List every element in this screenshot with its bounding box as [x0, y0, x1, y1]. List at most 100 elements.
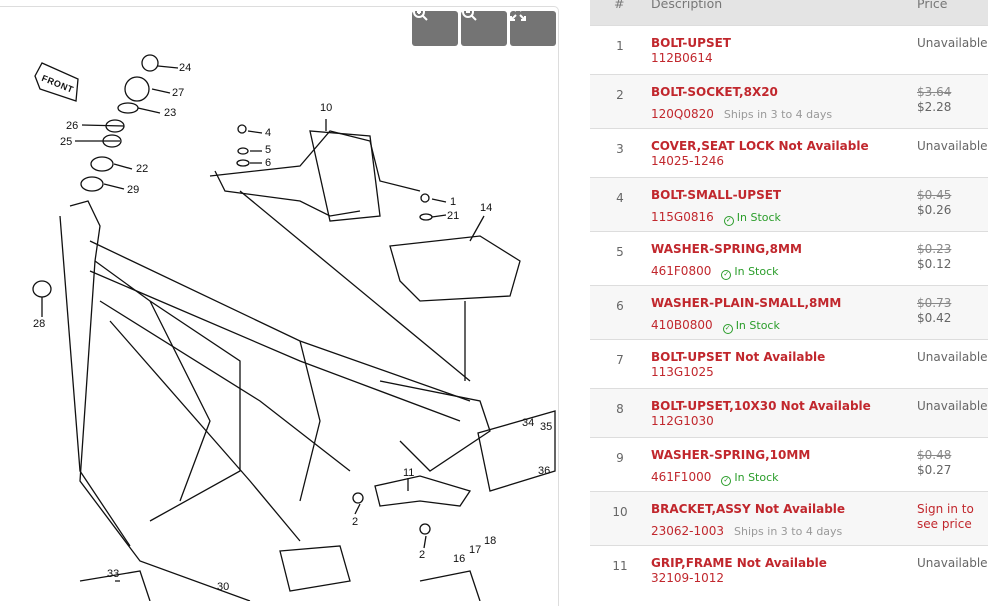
- part-description-link[interactable]: BOLT-UPSET: [651, 36, 731, 50]
- original-price: $0.45: [917, 188, 952, 202]
- callout[interactable]: 10: [320, 102, 333, 114]
- table-row[interactable]: 10 BRACKET,ASSY Not Available 23062-1003…: [590, 491, 988, 545]
- part-number-text: 410B0800: [651, 318, 713, 332]
- part-number: 112G1030: [651, 414, 714, 428]
- part-description-link[interactable]: BOLT-SMALL-UPSET: [651, 188, 782, 202]
- check-circle-icon: ✓: [721, 270, 732, 280]
- table-row[interactable]: 6 WASHER-PLAIN-SMALL,8MM 410B0800 ✓In Sto…: [590, 285, 988, 339]
- callout[interactable]: 18: [484, 535, 497, 547]
- stock-status: ✓In Stock: [722, 319, 780, 334]
- part-number: 115G0816✓In Stock: [651, 210, 781, 226]
- parts-list: # Description Price 1 BOLT-UPSET 112B061…: [590, 0, 988, 591]
- callout[interactable]: 27: [172, 87, 185, 99]
- stock-text: In Stock: [734, 471, 779, 484]
- part-description-link[interactable]: BOLT-UPSET Not Available: [651, 350, 826, 364]
- price: Unavailable: [917, 36, 988, 51]
- check-circle-icon: ✓: [722, 324, 733, 334]
- current-price: Unavailable: [917, 350, 988, 364]
- zoom-out-button[interactable]: [461, 7, 507, 46]
- callout[interactable]: 26: [66, 120, 79, 132]
- price: $0.23$0.12: [917, 242, 951, 272]
- callout[interactable]: 5: [265, 144, 272, 156]
- part-number: 410B0800 ✓In Stock: [651, 318, 780, 334]
- table-row[interactable]: 4 BOLT-SMALL-UPSET 115G0816✓In Stock$0.4…: [590, 177, 988, 231]
- price: $0.48$0.27: [917, 448, 951, 478]
- part-number-text: 14025-1246: [651, 154, 725, 168]
- part-description-link[interactable]: WASHER-SPRING,8MM: [651, 242, 802, 256]
- current-price: $0.26: [917, 203, 952, 217]
- stock-status: ✓In Stock: [721, 471, 779, 486]
- original-price: $0.73: [917, 296, 952, 310]
- part-description-link[interactable]: GRIP,FRAME Not Available: [651, 556, 827, 570]
- front-arrow-icon: [34, 62, 79, 102]
- callout[interactable]: 24: [179, 62, 192, 74]
- callout[interactable]: 36: [538, 465, 551, 477]
- part-description-link[interactable]: BRACKET,ASSY Not Available: [651, 502, 846, 516]
- callout[interactable]: 11: [403, 467, 415, 479]
- parts-diagram[interactable]: FRONT 24 27 23 26 25 22 29 28 10 4 5 6 1…: [0, 6, 559, 606]
- price: $0.45$0.26: [917, 188, 951, 218]
- table-row[interactable]: 8 BOLT-UPSET,10X30 Not Available 112G103…: [590, 388, 988, 437]
- stock-text: In Stock: [736, 211, 781, 224]
- table-row[interactable]: 5 WASHER-SPRING,8MM 461F0800✓In Stock$0.…: [590, 231, 988, 285]
- row-number: 3: [616, 142, 624, 156]
- callout[interactable]: 4: [265, 127, 272, 139]
- callout[interactable]: 28: [33, 318, 46, 330]
- part-description-link[interactable]: BOLT-SOCKET,8X20: [651, 85, 778, 99]
- callout[interactable]: 21: [447, 210, 460, 222]
- callout[interactable]: 30: [217, 581, 230, 593]
- part-description-link[interactable]: BOLT-UPSET,10X30 Not Available: [651, 399, 871, 413]
- shipping-note: Ships in 3 to 4 days: [734, 525, 843, 538]
- stock-text: In Stock: [735, 319, 780, 332]
- part-number-text: 461F1000: [651, 470, 712, 484]
- callout[interactable]: 34: [522, 417, 535, 429]
- sign-in-link[interactable]: Sign in to see price: [917, 502, 974, 531]
- price: Unavailable: [917, 350, 988, 365]
- part-description-link[interactable]: WASHER-SPRING,10MM: [651, 448, 811, 462]
- shipping-note: Ships in 3 to 4 days: [723, 108, 833, 121]
- part-description-link[interactable]: WASHER-PLAIN-SMALL,8MM: [651, 296, 842, 310]
- part-number: 461F0800 ✓In Stock: [651, 264, 779, 280]
- callout[interactable]: 25: [60, 136, 73, 148]
- callout[interactable]: 2: [419, 549, 426, 561]
- price: $0.73$0.42: [917, 296, 951, 326]
- callout[interactable]: 35: [540, 421, 553, 433]
- check-circle-icon: ✓: [721, 476, 732, 486]
- table-row[interactable]: 3 COVER,SEAT LOCK Not Available 14025-12…: [590, 128, 988, 177]
- callout[interactable]: 16: [453, 553, 466, 565]
- row-number: 6: [616, 299, 624, 313]
- original-price: $0.23: [917, 242, 952, 256]
- callout[interactable]: 6: [265, 157, 272, 169]
- price: Unavailable: [917, 139, 988, 154]
- row-number: 10: [612, 505, 628, 519]
- current-price: $0.27: [917, 463, 952, 477]
- callout[interactable]: 33: [107, 568, 120, 580]
- stock-status: ✓In Stock: [721, 265, 779, 280]
- callout[interactable]: 22: [136, 163, 149, 175]
- callout[interactable]: 1: [450, 196, 457, 208]
- zoom-in-button[interactable]: [412, 7, 458, 46]
- part-number: 14025-1246: [651, 154, 724, 168]
- callout[interactable]: 17: [469, 544, 482, 556]
- current-price: Unavailable: [917, 556, 988, 570]
- current-price: Unavailable: [917, 36, 988, 50]
- expand-icon: [510, 7, 526, 21]
- callout[interactable]: 29: [127, 184, 140, 196]
- callout[interactable]: 2: [352, 516, 359, 528]
- table-row[interactable]: 9 WASHER-SPRING,10MM 461F1000✓In Stock$0…: [590, 437, 988, 491]
- part-number: 112B0614: [651, 51, 713, 65]
- current-price: $0.12: [917, 257, 952, 271]
- header-price: Price: [917, 0, 948, 11]
- part-number-text: 461F0800: [651, 264, 712, 278]
- fullscreen-button[interactable]: [510, 7, 556, 46]
- callout[interactable]: 23: [164, 107, 177, 119]
- part-number-text: 23062-1003: [651, 524, 725, 538]
- callout[interactable]: 14: [480, 202, 493, 214]
- part-description-link[interactable]: COVER,SEAT LOCK Not Available: [651, 139, 869, 153]
- part-number: 23062-1003 Ships in 3 to 4 days: [651, 524, 842, 538]
